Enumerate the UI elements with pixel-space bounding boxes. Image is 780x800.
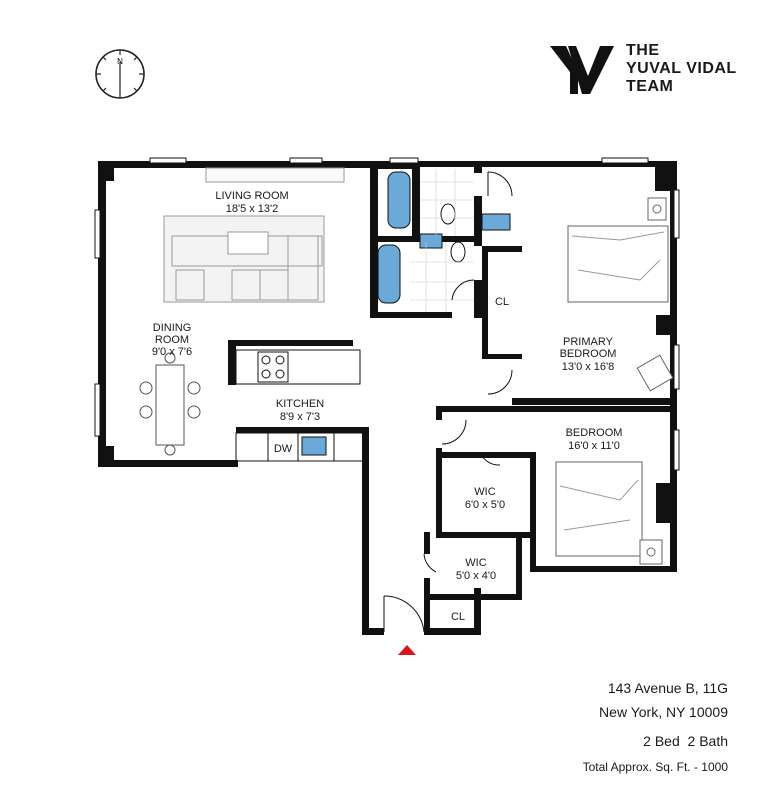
- kitchen-fixtures: [235, 349, 367, 462]
- address-line2: New York, NY 10009: [599, 704, 728, 720]
- closet-label-2: CL: [451, 611, 465, 623]
- square-footage: Total Approx. Sq. Ft. - 1000: [582, 760, 728, 774]
- brand-logo: THE YUVAL VIDAL TEAM: [548, 42, 748, 98]
- yv-logo-icon: [550, 46, 614, 94]
- wic2-dims: 5'0 x 4'0: [456, 570, 496, 582]
- beds-baths: 2 Bed 2 Bath: [643, 733, 728, 749]
- dining-table: [139, 352, 201, 456]
- compass-north-label: N: [117, 57, 123, 66]
- living-room-dims: 18'5 x 13'2: [226, 203, 279, 215]
- wic1-dims: 6'0 x 5'0: [465, 499, 505, 511]
- compass-icon: N: [95, 49, 145, 99]
- primary-bedroom-label1: PRIMARY: [563, 336, 614, 348]
- kitchen-label: KITCHEN: [276, 398, 324, 410]
- entry-marker-icon: [398, 645, 416, 655]
- dishwasher-label: DW: [274, 443, 293, 455]
- brand-line1: THE: [626, 42, 660, 59]
- closet-label: CL: [495, 296, 509, 308]
- wic2-label: WIC: [465, 557, 486, 569]
- primary-bed: [567, 197, 674, 392]
- bath-fixtures: [377, 171, 511, 304]
- bedroom-dims: 16'0 x 11'0: [568, 440, 620, 452]
- secondary-bed: [555, 461, 663, 565]
- living-room-label: LIVING ROOM: [215, 190, 288, 202]
- dining-room-label1: DINING: [153, 322, 192, 334]
- doors: [383, 171, 513, 633]
- tile-grid: [410, 169, 474, 312]
- brand-line2: YUVAL VIDAL: [626, 60, 737, 77]
- primary-bedroom-dims: 13'0 x 16'8: [562, 361, 615, 373]
- windows: [94, 157, 680, 471]
- room-labels: LIVING ROOM 18'5 x 13'2 DINING ROOM 9'0 …: [152, 190, 623, 623]
- bedroom-label: BEDROOM: [566, 427, 623, 439]
- sofa-rug: [163, 167, 345, 303]
- kitchen-dims: 8'9 x 7'3: [280, 411, 320, 423]
- dining-room-dims: 9'0 x 7'6: [152, 346, 192, 358]
- dining-room-label2: ROOM: [155, 334, 189, 346]
- brand-line3: TEAM: [626, 78, 674, 95]
- primary-bedroom-label2: BEDROOM: [560, 348, 617, 360]
- address-line1: 143 Avenue B, 11G: [607, 680, 728, 696]
- wic1-label: WIC: [474, 486, 495, 498]
